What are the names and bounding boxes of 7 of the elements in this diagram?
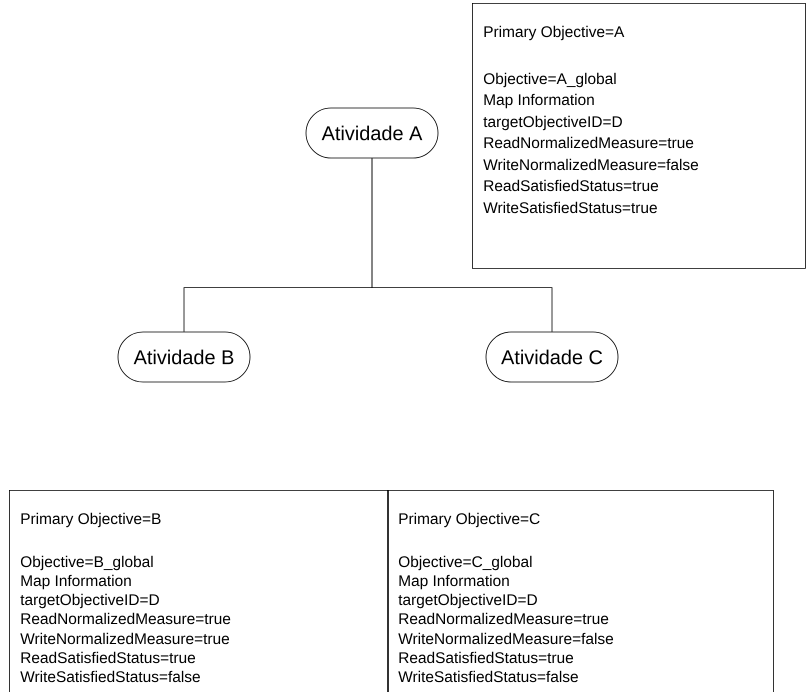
activity-pill: Atividade B — [118, 332, 250, 382]
tree-connector — [372, 158, 552, 332]
objective-box: Primary Objective=C Objective=C_global Map Information targetObjectiveID=D ReadNormalizedMeasure=true WriteNormalizedMeasure=false ReadSatisfiedStatus=true WriteSatisfiedStatus=false — [387, 490, 774, 692]
objective-box: Primary Objective=A Objective=A_global Map Information targetObjectiveID=D ReadNormalizedMeasure=true WriteNormalizedMeasure=false ReadSatisfiedStatus=true WriteSatisfiedStatus=true — [472, 3, 806, 269]
objective-box: Primary Objective=B Objective=B_global Map Information targetObjectiveID=D ReadNormalizedMeasure=true WriteNormalizedMeasure=true ReadSatisfiedStatus=true WriteSatisfiedStatus=false — [9, 490, 389, 692]
activity-pill: Atividade C — [486, 332, 618, 382]
activity-pill: Atividade A — [306, 108, 438, 158]
